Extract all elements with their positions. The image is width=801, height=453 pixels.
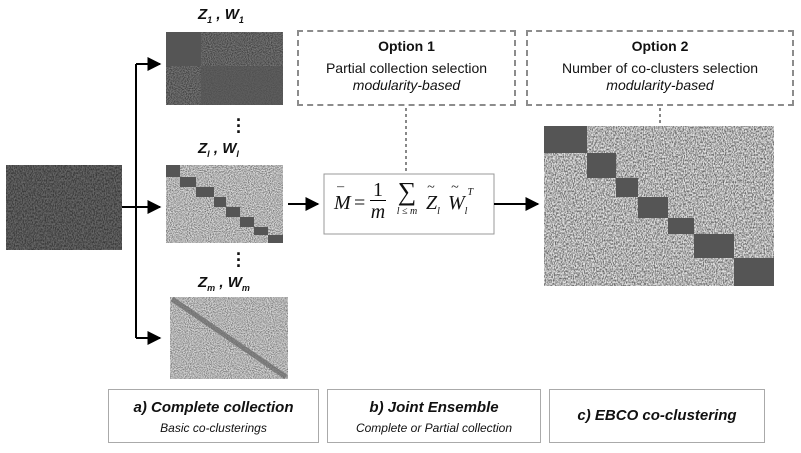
formula-sum: ∑ l ≤ m bbox=[396, 177, 418, 218]
option2-box: Option 2 Number of co-clusters selection… bbox=[526, 30, 794, 106]
option2-line2: modularity-based bbox=[606, 77, 714, 93]
matrix-label-1: Z1 , W1 bbox=[198, 6, 244, 25]
matrix-label-m: Zm , Wm bbox=[198, 274, 250, 293]
formula-z: ~Zl bbox=[426, 180, 440, 217]
formula: ¯M = 1 m ∑ l ≤ m ~Zl ~WlT bbox=[330, 178, 490, 232]
coclustering-matrix-m bbox=[170, 296, 288, 380]
vertical-ellipsis-1: ... bbox=[236, 105, 242, 137]
option2-title: Option 2 bbox=[631, 38, 689, 54]
label-ebco-coclustering: c) EBCO co-clustering bbox=[549, 389, 765, 443]
branch-connector bbox=[122, 57, 162, 345]
ebco-result-matrix bbox=[544, 126, 774, 286]
formula-box bbox=[323, 173, 495, 235]
vertical-ellipsis-2: ... bbox=[236, 239, 242, 271]
matrix-label-l: Zl , Wl bbox=[198, 140, 239, 159]
formula-lhs: ¯M bbox=[334, 186, 351, 214]
coclustering-matrix-1 bbox=[166, 32, 283, 105]
formula-w: ~WlT bbox=[448, 180, 474, 217]
option2-line1: Number of co-clusters selection bbox=[561, 60, 759, 76]
label-complete-collection: a) Complete collection Basic co-clusteri… bbox=[108, 389, 319, 443]
label-joint-ensemble: b) Joint Ensemble Complete or Partial co… bbox=[327, 389, 541, 443]
formula-frac: 1 m bbox=[370, 179, 386, 223]
coclustering-matrix-l bbox=[166, 165, 283, 243]
option1-box: Option 1 Partial collection selection mo… bbox=[297, 30, 516, 106]
input-matrix bbox=[6, 165, 122, 250]
formula-eq: = bbox=[354, 192, 366, 214]
option1-line1: Partial collection selection bbox=[325, 60, 488, 76]
option1-title: Option 1 bbox=[378, 38, 435, 54]
option1-line2: modularity-based bbox=[352, 77, 461, 93]
